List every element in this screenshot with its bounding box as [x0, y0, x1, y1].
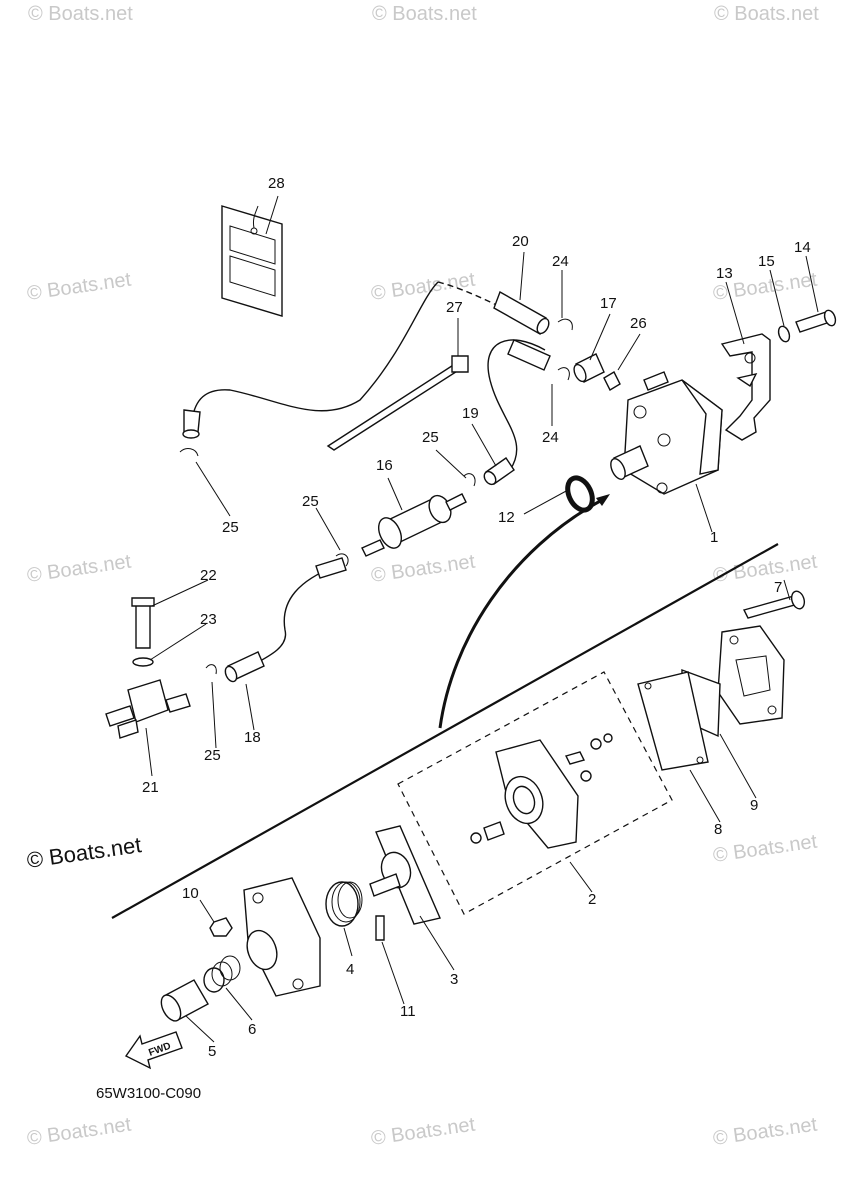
- callout-15: 15: [758, 253, 775, 270]
- cable-tie-part: [326, 355, 469, 451]
- plunger-part-5: [160, 979, 209, 1022]
- callout-27: 27: [446, 299, 463, 316]
- callout-4: 4: [346, 961, 354, 978]
- watermark: © Boats.net: [26, 551, 133, 587]
- callout-3: 3: [450, 971, 458, 988]
- callout-12: 12: [498, 509, 515, 526]
- callout-24: 24: [542, 429, 559, 446]
- callout-11: 11: [400, 1003, 416, 1020]
- gasket-part-3: [369, 825, 441, 925]
- pump-center-body: [470, 733, 613, 849]
- fuel-hose-19: [483, 339, 551, 486]
- watermark: © Boats.net: [712, 831, 819, 867]
- watermark: © Boats.net: [370, 1114, 477, 1150]
- callout-19: 19: [462, 405, 479, 422]
- callout-28: 28: [268, 175, 285, 192]
- fuel-hose-20: [182, 281, 550, 439]
- callout-21: 21: [142, 779, 159, 796]
- fuel-joint-part-21: [105, 597, 191, 739]
- diagram-code: 65W3100-C090: [96, 1085, 201, 1102]
- hose-clips: [179, 318, 573, 675]
- diaphragm-part: [637, 671, 709, 771]
- callout-14: 14: [794, 239, 811, 256]
- callout-13: 13: [716, 265, 733, 282]
- callout-23: 23: [200, 611, 217, 628]
- callout-22: 22: [200, 567, 217, 584]
- watermark: © Boats.net: [370, 551, 477, 587]
- callout-18: 18: [244, 729, 261, 746]
- callout-5: 5: [208, 1043, 216, 1060]
- callout-25: 25: [302, 493, 319, 510]
- callout-10: 10: [182, 885, 199, 902]
- watermark: © Boats.net: [712, 1114, 819, 1150]
- callout-9: 9: [750, 797, 758, 814]
- assembly-arrow: [438, 498, 603, 729]
- callout-24: 24: [552, 253, 569, 270]
- washer-part-15: [777, 325, 791, 343]
- watermark-layer: © Boats.net © Boats.net © Boats.net © Bo…: [26, 3, 820, 1150]
- callout-16: 16: [376, 457, 393, 474]
- callout-25: 25: [204, 747, 221, 764]
- watermark: © Boats.net: [714, 3, 819, 25]
- section-divider-line: [111, 543, 779, 919]
- spring-part-6: [203, 955, 241, 993]
- brand-mark: © Boats.net: [25, 832, 143, 873]
- bolt-part-14: [795, 309, 837, 333]
- callout-20: 20: [512, 233, 529, 250]
- o-ring-part: [565, 475, 595, 513]
- fuel-pump-body-part: [610, 371, 723, 495]
- callout-numbers: 28 20 24 13 15 14 17 26 27 24 19 25 16 2…: [142, 175, 811, 1060]
- callout-7: 7: [774, 579, 782, 596]
- fwd-arrow-icon: FWD: [124, 1031, 183, 1070]
- spring-part-4: [325, 881, 363, 927]
- callout-8: 8: [714, 821, 722, 838]
- callout-17: 17: [600, 295, 617, 312]
- pump-assembly-boundary: [397, 671, 673, 915]
- callout-6: 6: [248, 1021, 256, 1038]
- watermark: © Boats.net: [26, 269, 133, 305]
- bracket-part: [720, 333, 771, 441]
- callout-1: 1: [710, 529, 718, 546]
- callout-25: 25: [422, 429, 439, 446]
- watermark: © Boats.net: [372, 3, 477, 25]
- watermark: © Boats.net: [712, 551, 819, 587]
- callout-25: 25: [222, 519, 239, 536]
- screw-part-7: [742, 590, 806, 619]
- fuel-joint-part: [573, 353, 621, 391]
- watermark: © Boats.net: [28, 3, 133, 25]
- fuel-hose-18: [224, 557, 347, 683]
- watermark: © Boats.net: [26, 1114, 133, 1150]
- fuel-filter-part: [361, 493, 467, 557]
- front-cover-part: [243, 877, 321, 997]
- leader-lines: [145, 195, 819, 1043]
- nut-part-10: [209, 917, 233, 937]
- assembly-arrowhead: [596, 494, 610, 506]
- pin-part-11: [375, 915, 385, 941]
- label-card-part: [221, 205, 283, 317]
- callout-2: 2: [588, 891, 596, 908]
- callout-26: 26: [630, 315, 647, 332]
